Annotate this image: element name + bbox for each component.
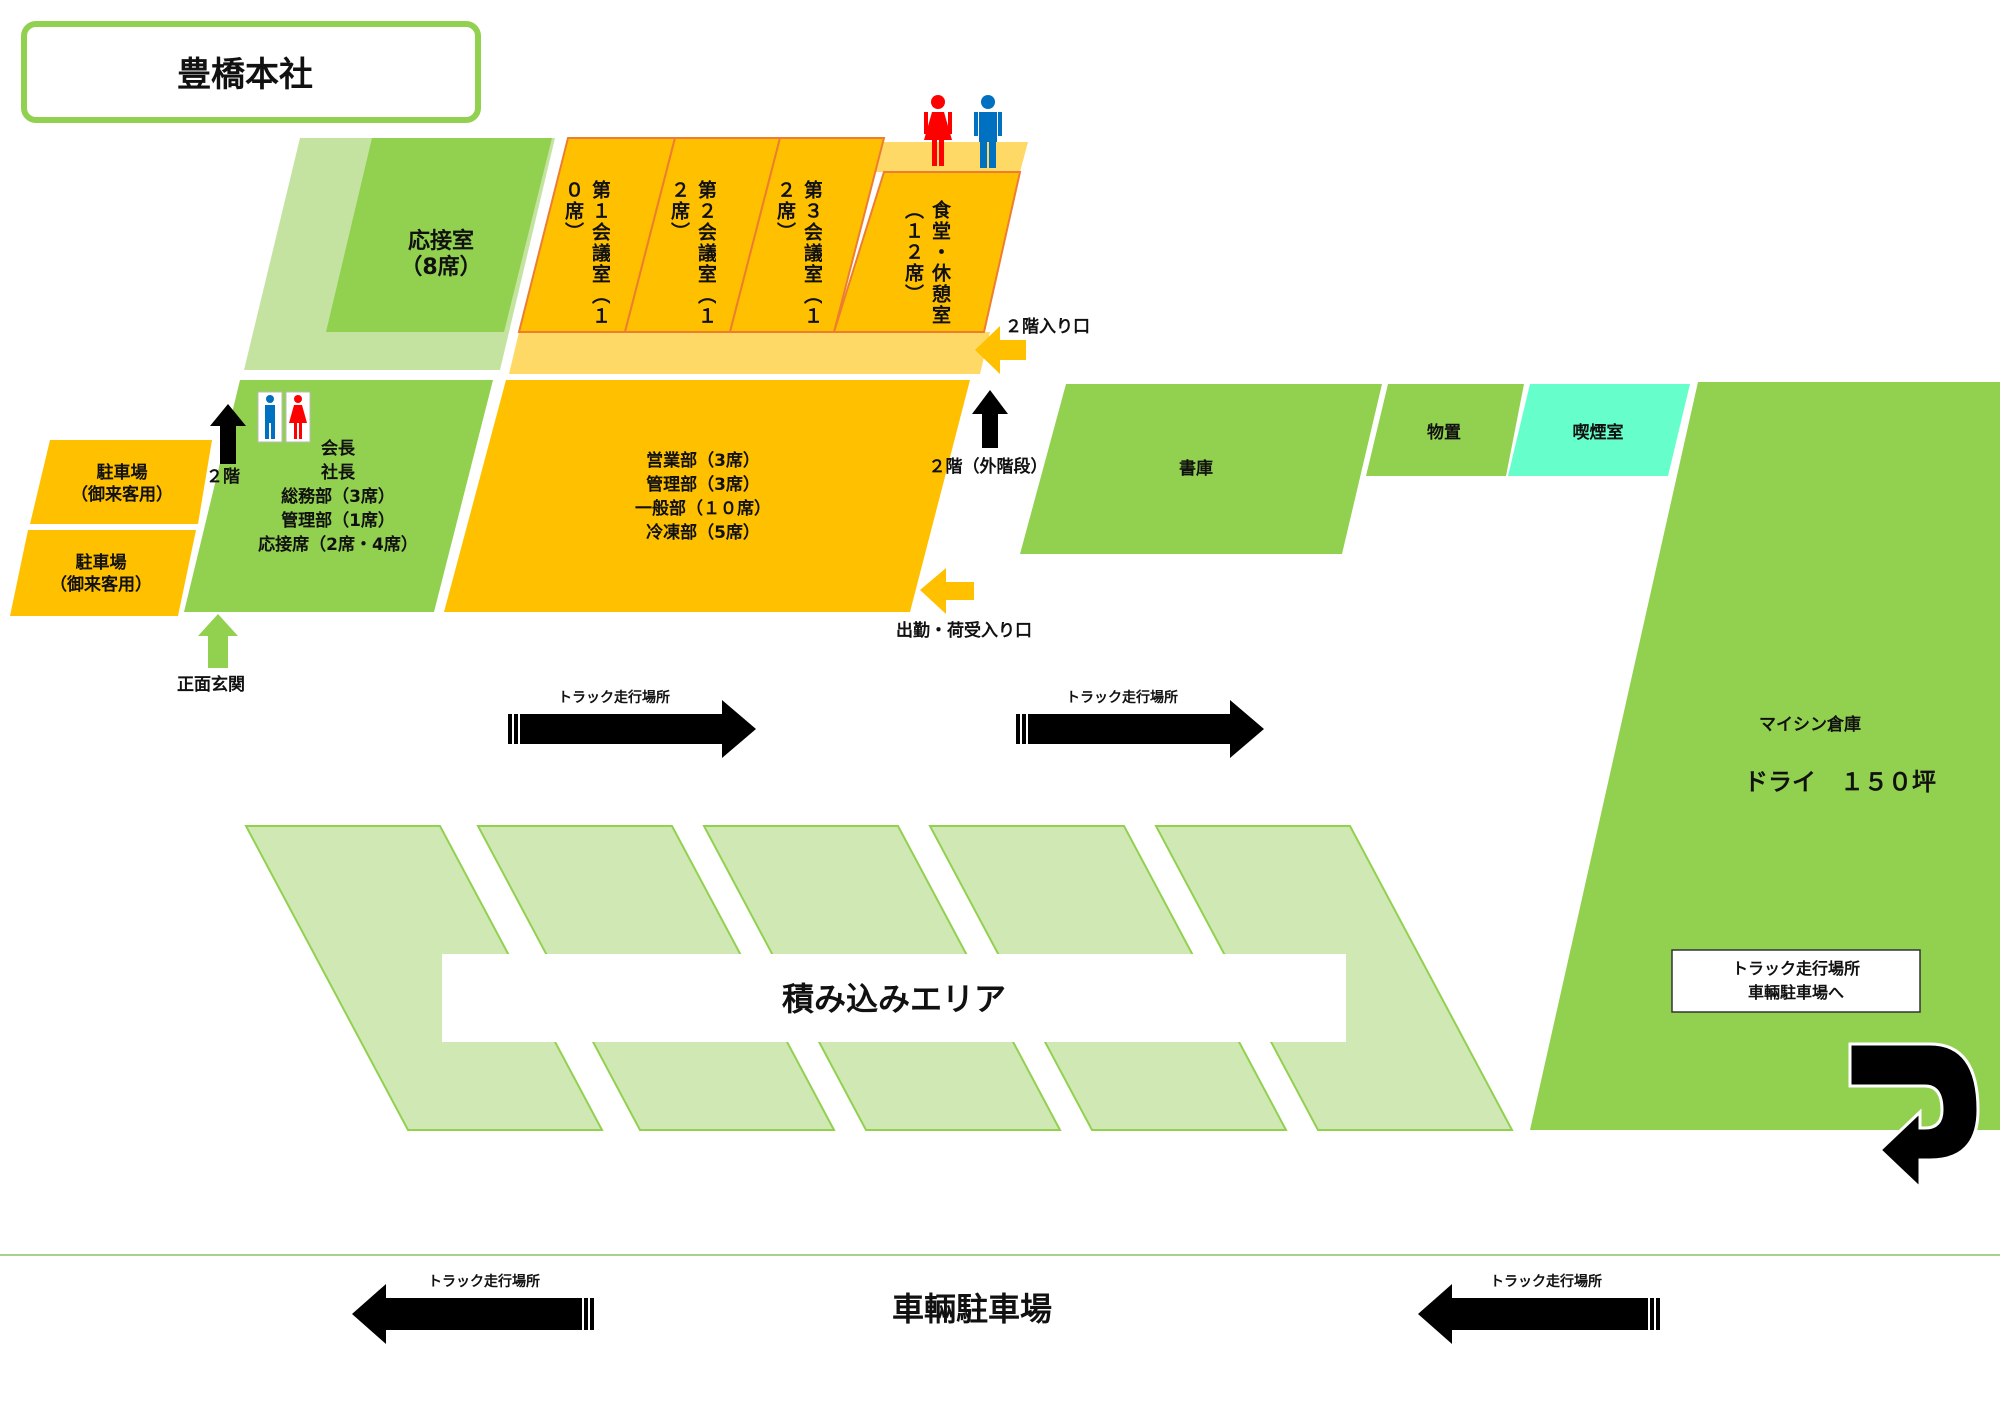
executive-line-4: 管理部（1席） bbox=[281, 510, 395, 531]
vehicle-parking-label: 車輛駐車場 bbox=[892, 1290, 1052, 1328]
guest-parking-1: 駐車場 （御来客用） bbox=[30, 440, 212, 524]
floor2-label: ２階 bbox=[206, 467, 240, 487]
warehouse-name: マイシン倉庫 bbox=[1759, 714, 1861, 735]
second-floor-block bbox=[509, 137, 1028, 374]
library-label: 書庫 bbox=[1179, 458, 1213, 479]
executive-line-5: 応接席（2席・4席） bbox=[258, 534, 418, 555]
smoking-label: 喫煙室 bbox=[1573, 422, 1624, 443]
truck-lane-label-3: トラック走行場所 bbox=[428, 1273, 540, 1290]
truck-lane-arrow-3: トラック走行場所 bbox=[352, 1273, 594, 1344]
reception-room-seats: （8席） bbox=[400, 254, 481, 280]
u-turn-arrow-icon bbox=[1848, 1042, 1980, 1192]
guest-parking-1-note: （御来客用） bbox=[71, 484, 173, 505]
floor2-entrance-label: ２階入り口 bbox=[1005, 317, 1090, 337]
office-line-3: 一般部（１０席） bbox=[635, 498, 771, 519]
truck-lane-arrow-2: トラック走行場所 bbox=[1016, 689, 1264, 758]
front-entrance-arrow-icon bbox=[198, 614, 238, 668]
female-restroom-icon bbox=[924, 95, 952, 166]
arrow-left-icon bbox=[975, 326, 1026, 374]
warehouse: マイシン倉庫 ドライ １５０坪 トラック走行場所 車輛駐車場へ bbox=[1530, 382, 2000, 1130]
arrow-up-icon bbox=[210, 404, 246, 464]
executive-line-2: 社長 bbox=[320, 462, 356, 483]
meeting-room-3-label: 第３会議室（１２席） bbox=[774, 180, 822, 327]
male-restroom-icon-small bbox=[257, 391, 283, 443]
truck-lane-label-1: トラック走行場所 bbox=[558, 689, 670, 706]
smoking-room: 喫煙室 bbox=[1508, 384, 1690, 476]
office-line-2: 管理部（3席） bbox=[646, 474, 760, 495]
executive-line-1: 会長 bbox=[321, 438, 356, 459]
main-office: 営業部（3席） 管理部（3席） 一般部（１０席） 冷凍部（5席） bbox=[444, 380, 970, 612]
truck-note-line-1: トラック走行場所 bbox=[1732, 959, 1860, 978]
guest-parking-2-note: （御来客用） bbox=[50, 574, 152, 595]
male-restroom-icon bbox=[974, 95, 1002, 168]
office-line-4: 冷凍部（5席） bbox=[646, 522, 760, 543]
floor2-outer-label: ２階（外階段） bbox=[929, 456, 1048, 477]
guest-parking-1-name: 駐車場 bbox=[97, 462, 148, 483]
warehouse-spec: ドライ １５０坪 bbox=[1744, 768, 1936, 796]
truck-note-box bbox=[1671, 949, 1921, 1013]
truck-lane-label-4: トラック走行場所 bbox=[1490, 1273, 1602, 1290]
reception-room-name: 応接室 bbox=[408, 228, 474, 254]
truck-lane-arrow-1: トラック走行場所 bbox=[508, 689, 756, 758]
female-restroom-icon-small bbox=[285, 391, 311, 443]
guest-parking-2-name: 駐車場 bbox=[76, 552, 127, 573]
truck-lane-label-2: トラック走行場所 bbox=[1066, 689, 1178, 706]
staff-entrance-arrow-icon bbox=[920, 568, 974, 614]
staff-entrance-label: 出勤・荷受入り口 bbox=[896, 620, 1032, 641]
title-box: 豊橋本社 bbox=[21, 21, 481, 123]
outer-stairs-arrow-icon bbox=[972, 390, 1008, 448]
loading-area-banner bbox=[442, 954, 1346, 1042]
loading-area-label: 積み込みエリア bbox=[782, 980, 1006, 1018]
cafeteria-label: 食堂・休憩室（１２席） bbox=[902, 200, 951, 326]
meeting-room-2-label: 第２会議室（１２席） bbox=[668, 180, 716, 327]
guest-parking-2: 駐車場 （御来客用） bbox=[10, 530, 196, 616]
front-entrance-label: 正面玄関 bbox=[177, 674, 245, 695]
meeting-room-1-label: 第１会議室（１０席） bbox=[562, 180, 610, 327]
reception-room: 応接室 （8席） bbox=[244, 138, 555, 370]
truck-note-line-2: 車輛駐車場へ bbox=[1748, 983, 1844, 1002]
page-title: 豊橋本社 bbox=[177, 55, 313, 95]
truck-lane-arrow-4: トラック走行場所 bbox=[1418, 1273, 1660, 1344]
storage-label: 物置 bbox=[1427, 422, 1461, 443]
library: 書庫 bbox=[1020, 384, 1382, 554]
storage-room: 物置 bbox=[1366, 384, 1524, 476]
executive-line-3: 総務部（3席） bbox=[281, 486, 395, 507]
office-line-1: 営業部（3席） bbox=[646, 450, 760, 471]
